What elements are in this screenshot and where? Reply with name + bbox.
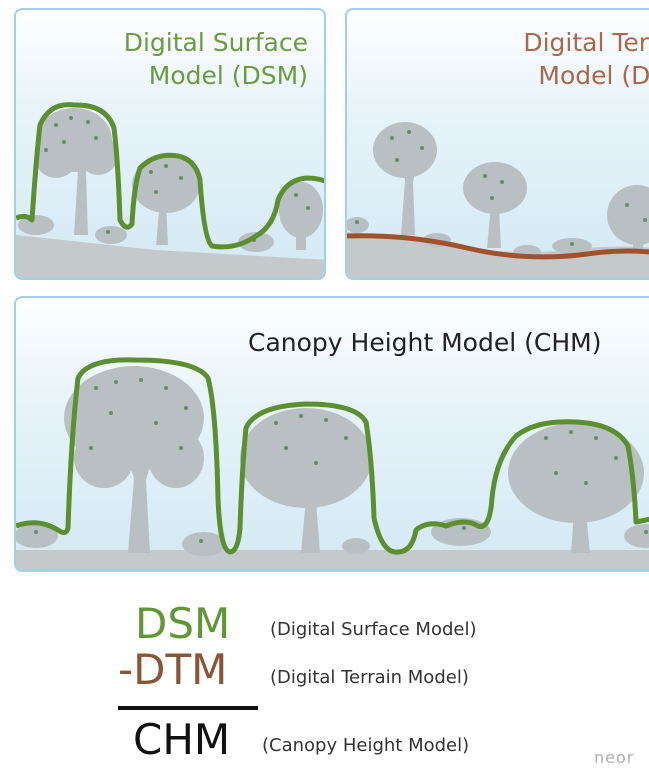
equation-chm-description: (Canopy Height Model) [262,735,470,756]
dsm-illustration [16,102,324,278]
dsm-title: Digital Surface Model (DSM) [48,26,308,92]
dtm-illustration [347,122,649,278]
dsm-panel: Digital Surface Model (DSM) [14,8,326,280]
dsm-ground [16,235,324,278]
dtm-panel: Digital Terrain Model (DTM) [345,8,649,280]
equation-dsm-term: DSM [135,599,231,648]
equation-dtm-term: -DTM [118,645,228,694]
chm-illustration [16,357,649,570]
dtm-title-line2: Model (DTM) [538,61,649,90]
chm-panel: Canopy Height Model (CHM) [14,296,649,572]
dsm-title-line2: Model (DSM) [148,61,308,90]
equation-dtm-description: (Digital Terrain Model) [270,667,469,688]
dtm-terrain-line [347,233,649,260]
equation-divider [118,706,258,710]
dtm-title: Digital Terrain Model (DTM) [457,26,649,92]
chm-title: Canopy Height Model (CHM) [248,328,602,357]
chm-surface-line [16,357,649,555]
neon-logo: neor [594,748,635,767]
equation-dsm-description: (Digital Surface Model) [270,619,477,640]
chm-trees [16,366,649,556]
dsm-title-line1: Digital Surface [123,28,308,57]
dtm-leaf-dots [355,130,647,246]
dtm-trees [347,122,649,259]
dtm-title-line1: Digital Terrain [523,28,649,57]
chm-leaf-dots [34,378,648,543]
dsm-trees [18,108,323,252]
chm-ground [16,550,649,570]
equation-chm-term: CHM [133,715,231,764]
dsm-surface-line [16,102,324,250]
